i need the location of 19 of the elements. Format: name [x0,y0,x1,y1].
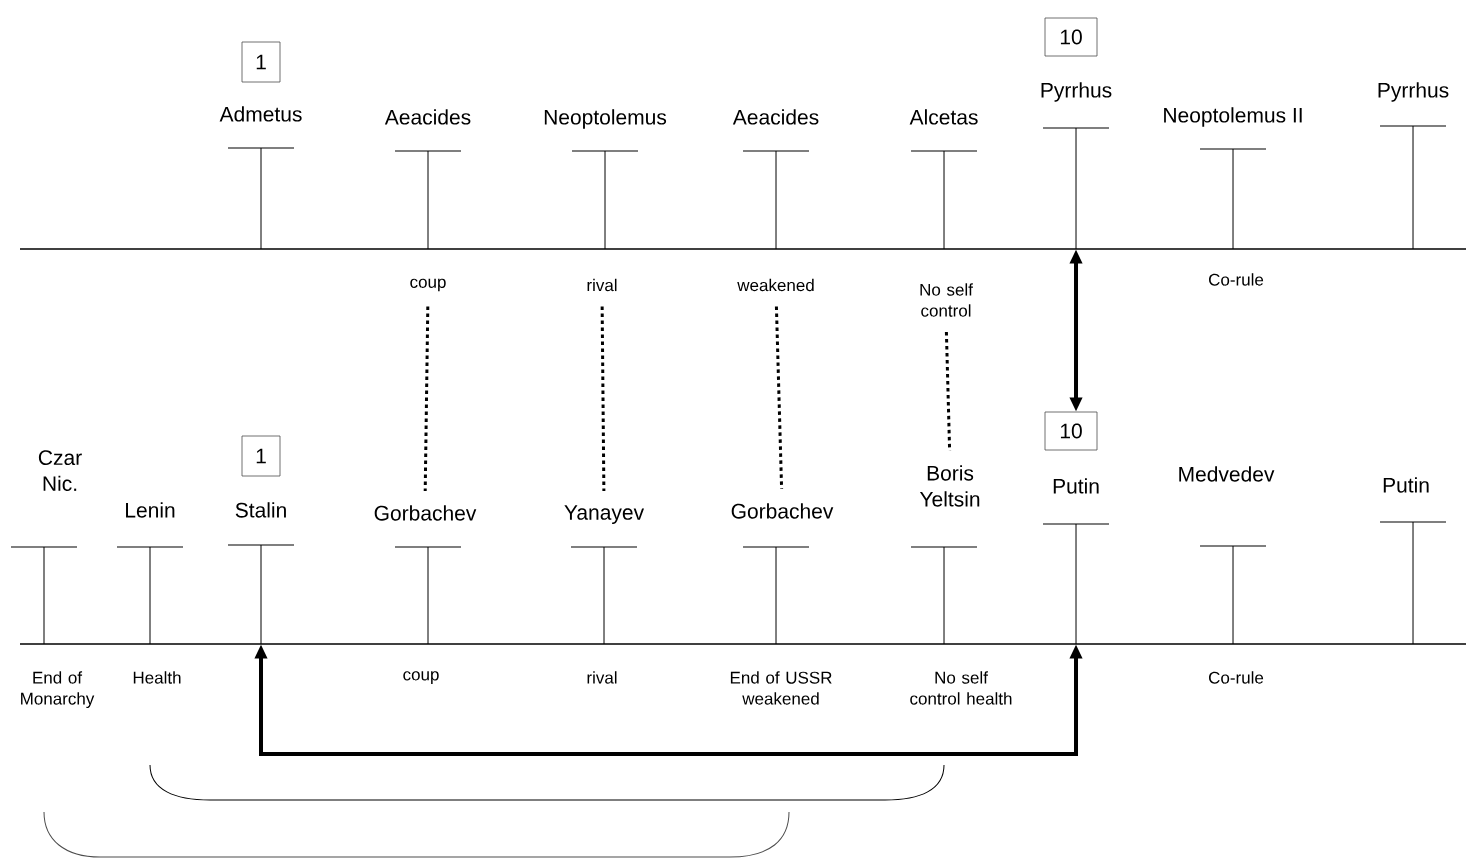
event-note: coup [410,278,446,292]
event-note: rival [587,278,617,292]
event-note: Health [133,671,181,684]
event-note: No self control [920,283,973,317]
number-box: 10 [1044,17,1098,57]
dotted-connector [423,306,430,492]
event-note: No self control health [910,671,1012,705]
number-box: 1 [241,41,281,83]
event-note: rival [587,671,617,684]
event-note: End of Monarchy [21,671,95,709]
dotted-connector [600,306,606,492]
event-note: coup [403,671,439,684]
number-box: 1 [241,435,281,477]
number-box: 10 [1044,411,1098,451]
dotted-connector [774,306,784,490]
event-note: weakened [737,278,814,292]
event-note: End of USSR weakened [730,671,832,705]
event-note: Co-rule [1209,273,1264,286]
event-note: Co-rule [1209,671,1264,684]
